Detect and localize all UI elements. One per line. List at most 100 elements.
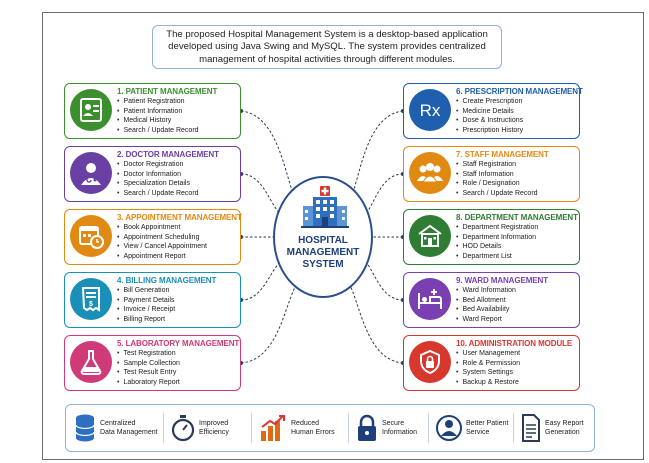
- list-item: Staff Information: [456, 170, 538, 180]
- report-document-icon: [522, 414, 540, 442]
- divider: [163, 413, 164, 443]
- list-item: Appointment Report: [117, 252, 207, 262]
- benefit-label: Secure: [382, 420, 405, 427]
- intro-description: The proposed Hospital Management System …: [152, 25, 502, 69]
- list-item: View / Cancel Appointment: [117, 242, 207, 252]
- module-feature-list: Doctor Registration Doctor Information S…: [117, 160, 199, 199]
- list-item: Search / Update Record: [456, 189, 537, 199]
- list-item: Ward Information: [456, 286, 515, 296]
- module-feature-list: Bill Generation Payment Details Invoice …: [117, 286, 175, 324]
- list-item: Sample Collection: [117, 359, 179, 369]
- flask-icon: [70, 341, 112, 383]
- module-feature-list: Test Registration Sample Collection Test…: [117, 349, 180, 388]
- list-item: Book Appointment: [117, 223, 207, 233]
- list-item: Staff Registration: [456, 160, 538, 170]
- padlock-icon: [358, 414, 376, 441]
- module-card-appointment: 3. APPOINTMENT MANAGEMENT Book Appointme…: [64, 209, 242, 265]
- module-feature-list: Book Appointment Appointment Scheduling …: [117, 223, 207, 261]
- list-item: HOD Details: [456, 242, 538, 252]
- module-feature-list: Create Prescription Medicine Details Dos…: [456, 97, 523, 135]
- rx-icon: Rx: [409, 89, 451, 131]
- list-item: Medical History: [117, 116, 199, 126]
- list-item: Ward Report: [456, 315, 516, 325]
- module-title: 10. ADMINISTRATION MODULE: [456, 339, 573, 348]
- benefit-label: Efficiency: [199, 429, 229, 436]
- list-item: Role / Designation: [456, 179, 538, 189]
- hub-title-line-2: MANAGEMENT: [286, 247, 360, 258]
- list-item: Payment Details: [117, 296, 175, 306]
- module-card-billing: $ 4. BILLING MANAGEMENT Bill Generation …: [64, 272, 241, 328]
- module-title: 3. APPOINTMENT MANAGEMENT: [117, 213, 242, 222]
- list-item: Dose & Instructions: [456, 116, 523, 126]
- benefit-label: Improved: [199, 420, 229, 427]
- module-title: 2. DOCTOR MANAGEMENT: [117, 150, 219, 159]
- module-feature-list: Ward Information Bed Allotment Bed Avail…: [456, 286, 516, 325]
- calendar-clock-icon: [70, 215, 112, 257]
- benefit-label: Data Management: [100, 429, 158, 436]
- module-title: 1. PATIENT MANAGEMENT: [117, 87, 218, 96]
- intro-line-1: The proposed Hospital Management System …: [166, 29, 488, 40]
- benefit-label: Better Patient: [466, 420, 509, 427]
- bed-icon: [409, 278, 451, 320]
- module-title: 6. PRESCRIPTION MANAGEMENT: [456, 87, 583, 96]
- list-item: Department Registration: [456, 223, 538, 233]
- stopwatch-icon: [171, 415, 195, 442]
- list-item: Prescription History: [456, 126, 523, 136]
- benefit-label: Human Errors: [291, 429, 335, 436]
- module-title: 4. BILLING MANAGEMENT: [117, 276, 217, 285]
- module-title: 7. STAFF MANAGEMENT: [456, 150, 549, 159]
- list-item: Backup & Restore: [456, 378, 520, 388]
- doctor-icon: [70, 152, 112, 194]
- staff-group-icon: [409, 152, 451, 194]
- list-item: Create Prescription: [456, 97, 523, 107]
- intro-line-3: management of hospital activities throug…: [199, 53, 455, 65]
- list-item: Bill Generation: [117, 286, 175, 296]
- divider: [428, 413, 429, 443]
- benefit-label: Service: [466, 429, 490, 436]
- list-item: Invoice / Receipt: [117, 305, 175, 315]
- list-item: Test Result Entry: [117, 368, 180, 378]
- benefit-label: Information: [382, 429, 418, 436]
- divider: [348, 413, 349, 443]
- benefit-label: Reduced: [291, 420, 320, 427]
- module-card-ward: 9. WARD MANAGEMENT Ward Information Bed …: [403, 272, 580, 328]
- list-item: Patient Information: [117, 107, 199, 117]
- module-feature-list: User Management Role & Permission System…: [456, 349, 520, 387]
- list-item: Patient Registration: [117, 97, 199, 107]
- patient-card-icon: [70, 89, 112, 131]
- list-item: Department List: [456, 252, 538, 262]
- divider: [513, 413, 514, 443]
- benefit-label: Centralized: [100, 420, 136, 427]
- intro-line-2: developed using Java Swing and MySQL. Th…: [168, 41, 486, 53]
- shield-lock-icon: [409, 341, 451, 383]
- module-title: 9. WARD MANAGEMENT: [456, 276, 548, 285]
- list-item: Bed Availability: [456, 305, 516, 315]
- list-item: Doctor Registration: [117, 160, 199, 170]
- invoice-icon: $: [70, 278, 112, 320]
- module-card-prescription: Rx 6. PRESCRIPTION MANAGEMENT Create Pre…: [403, 83, 583, 139]
- module-card-laboratory: 5. LABORATORY MANAGEMENT Test Registrati…: [64, 335, 241, 391]
- list-item: Specialization Details: [117, 179, 199, 189]
- module-card-doctor: 2. DOCTOR MANAGEMENT Doctor Registration…: [64, 146, 241, 202]
- module-feature-list: Staff Registration Staff Information Rol…: [456, 160, 538, 199]
- list-item: Search / Update Record: [117, 189, 198, 199]
- module-card-department: 8. DEPARTMENT MANAGEMENT Department Regi…: [403, 209, 580, 265]
- list-item: Role & Permission: [456, 359, 520, 369]
- list-item: User Management: [456, 349, 520, 359]
- list-item: Laboratory Report: [117, 378, 179, 388]
- module-card-staff: 7. STAFF MANAGEMENT Staff Registration S…: [403, 146, 580, 202]
- benefit-label: Generation: [545, 429, 580, 436]
- benefit-label: Easy Report: [545, 420, 584, 427]
- list-item: System Settings: [456, 368, 520, 378]
- list-item: Test Registration: [117, 349, 180, 359]
- list-item: Bed Allotment: [456, 296, 516, 306]
- module-card-patient: 1. PATIENT MANAGEMENT Patient Registrati…: [64, 83, 241, 139]
- chart-down-icon: [261, 415, 285, 441]
- module-feature-list: Department Registration Department Infor…: [456, 223, 538, 261]
